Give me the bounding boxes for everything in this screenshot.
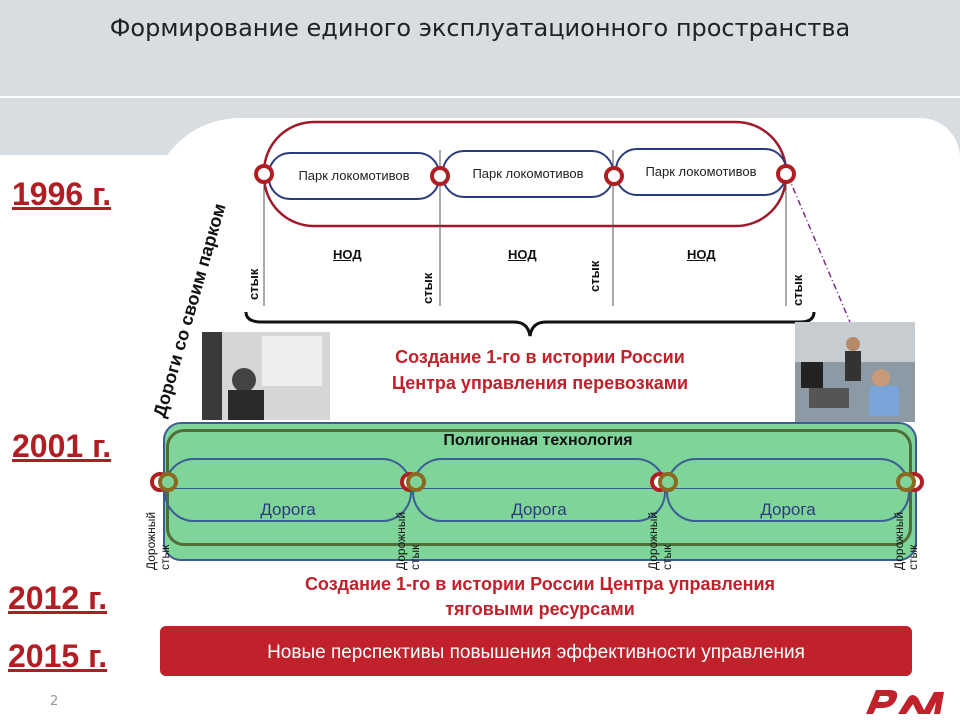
nod-label-1: НОД	[333, 247, 362, 262]
road-2-label: Дорога	[511, 500, 567, 519]
year-1996: 1996 г.	[12, 176, 112, 212]
road-joint-4	[896, 472, 916, 492]
caption-traffic-center: Создание 1-го в истории России Центра уп…	[320, 344, 760, 396]
road-2: Дорога	[412, 458, 666, 522]
road-joint-2	[406, 472, 426, 492]
caption-traction-center-line1: Создание 1-го в истории России Центра уп…	[304, 574, 776, 594]
joint-dot-2	[430, 166, 450, 186]
road-joint-label-1-line2: стык	[158, 544, 172, 570]
stup-label-2: стык	[420, 272, 435, 304]
road-1-label: Дорога	[260, 500, 316, 519]
road-joint-label-3-line1: Дорожный	[646, 511, 660, 570]
road-joint-label-2-line1: Дорожный	[394, 511, 408, 570]
curly-brace	[244, 311, 816, 337]
park-2: Парк локомотивов	[442, 150, 614, 198]
nod-label-3: НОД	[687, 247, 716, 262]
road-joint-3	[658, 472, 678, 492]
page-title: Формирование единого эксплуатационного п…	[109, 14, 851, 42]
road-joint-label-1-line1: Дорожный	[144, 511, 158, 570]
header-divider	[0, 96, 960, 98]
page-number: 2	[50, 694, 59, 709]
rzd-logo	[856, 684, 952, 718]
control-center-photo	[795, 322, 915, 422]
road-joint-label-4-line1: Дорожный	[892, 511, 906, 570]
road-3-label: Дорога	[760, 500, 816, 519]
archive-photo	[202, 332, 330, 420]
road-1: Дорога	[164, 458, 412, 522]
road-3: Дорога	[666, 458, 910, 522]
road-joint-label-4-line2: стык	[906, 544, 920, 570]
park-3: Парк локомотивов	[615, 148, 787, 196]
caption-traffic-center-line1: Создание 1-го в истории России	[395, 347, 685, 367]
polygon-technology-box	[163, 422, 917, 561]
road-joint-label-2-line2: стык	[408, 544, 422, 570]
stup-label-3: стык	[587, 260, 602, 292]
year-2012: 2012 г.	[8, 580, 108, 616]
joint-dot-4	[776, 164, 796, 184]
caption-traction-center: Создание 1-го в истории России Центра уп…	[180, 572, 900, 622]
stup-label-1: стык	[246, 268, 261, 300]
year-2015: 2015 г.	[8, 638, 108, 674]
caption-traction-center-line2: тяговыми ресурсами	[445, 599, 635, 619]
nod-label-2: НОД	[508, 247, 537, 262]
dash-connector	[787, 175, 851, 323]
caption-traffic-center-line2: Центра управления перевозками	[391, 373, 689, 393]
joint-dot-3	[604, 166, 624, 186]
road-axis-line	[166, 488, 906, 489]
year-2001: 2001 г.	[12, 428, 112, 464]
stup-label-4: стык	[790, 274, 805, 306]
road-joint-1	[158, 472, 178, 492]
perspectives-banner: Новые перспективы повышения эффективност…	[160, 626, 912, 676]
joint-dot-1	[254, 164, 274, 184]
polygon-title: Полигонная технология	[443, 432, 633, 449]
road-joint-label-3-line2: стык	[660, 544, 674, 570]
park-1: Парк локомотивов	[268, 152, 440, 200]
